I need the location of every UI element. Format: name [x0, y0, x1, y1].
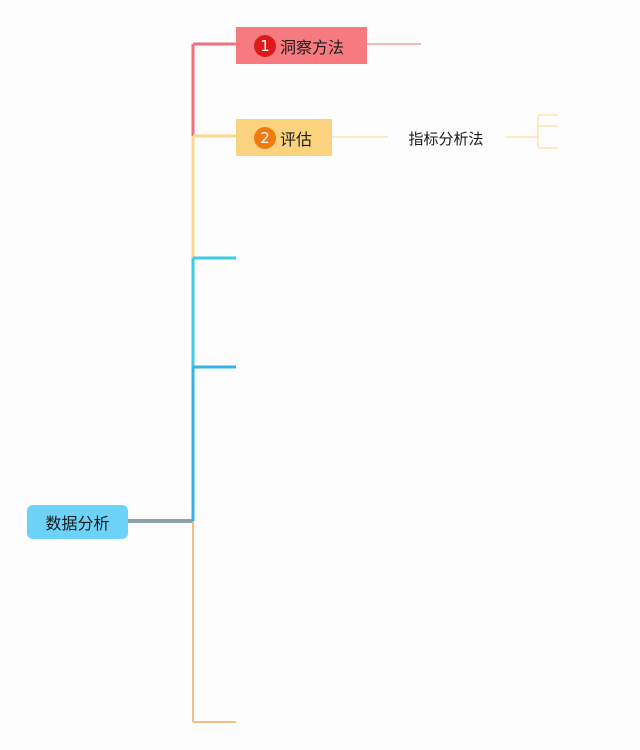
number-badge-icon: 1 — [254, 34, 276, 57]
branch-node-insight[interactable]: 1 洞察方法 — [236, 27, 367, 64]
root-node[interactable]: 数据分析 — [27, 505, 128, 539]
number-badge-icon: 2 — [254, 126, 276, 149]
branch-node-eval[interactable]: 2 评估 — [236, 119, 332, 156]
subtopic-node-metric[interactable]: 指标分析法 — [388, 126, 504, 150]
subtopic-node-metric-label: 指标分析法 — [408, 129, 484, 148]
branch-node-eval-label: 评估 — [280, 129, 313, 149]
root-node-label: 数据分析 — [45, 514, 110, 533]
branch-node-insight-label: 洞察方法 — [280, 37, 345, 57]
metric-subbranch-bracket — [505, 114, 558, 149]
